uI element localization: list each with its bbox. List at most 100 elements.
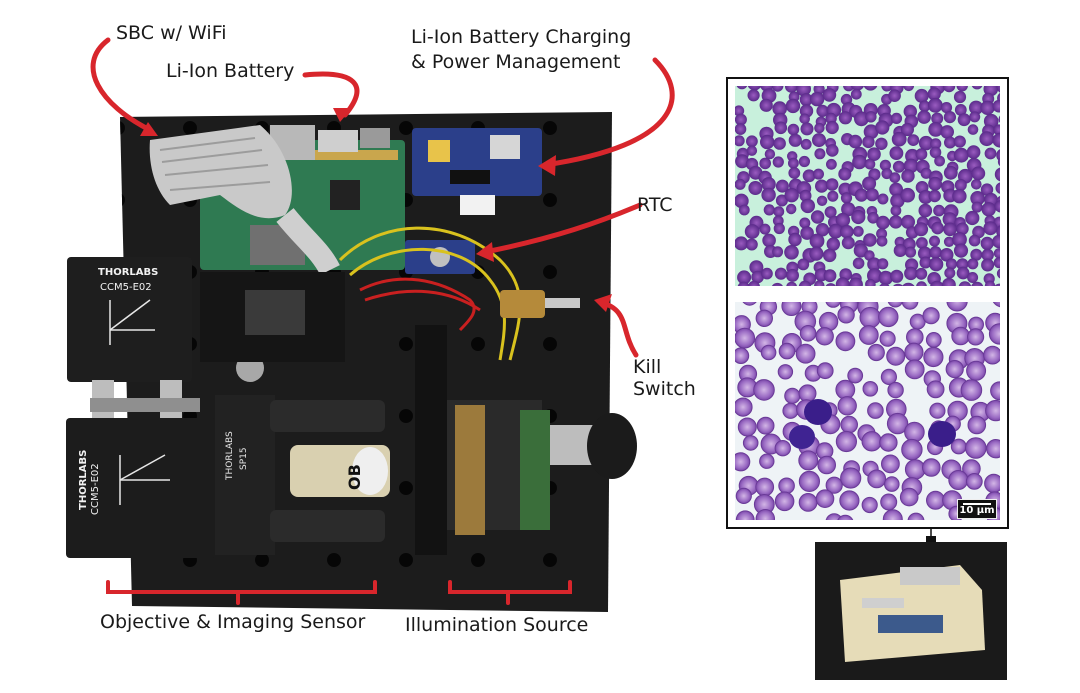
blood-cell [922, 458, 941, 477]
blood-cell [969, 111, 981, 123]
blood-cell [986, 439, 1000, 459]
blood-cell [784, 188, 799, 203]
blood-cell [822, 88, 837, 102]
blood-cell [759, 453, 775, 469]
blood-cell [886, 412, 909, 435]
blood-cell [865, 188, 879, 202]
blood-cell [930, 138, 942, 150]
blood-cell [772, 156, 784, 168]
blood-cell [877, 193, 889, 205]
blood-cell [988, 323, 1000, 345]
blood-cell [863, 124, 879, 140]
blood-cell [861, 496, 878, 514]
blood-cell [951, 326, 970, 346]
blood-cell [981, 248, 994, 262]
micrograph-panel [726, 77, 1032, 548]
blood-cell [815, 179, 829, 193]
blood-cell [798, 155, 811, 168]
blood-cell [867, 147, 881, 161]
blood-cell [879, 283, 890, 286]
objective-mark: OB [345, 464, 364, 490]
blood-cell [809, 246, 824, 261]
blood-cell [944, 136, 956, 149]
blood-cell [979, 131, 995, 147]
blood-cell [925, 332, 942, 348]
blood-cell [995, 182, 1000, 194]
blood-cell [735, 327, 756, 349]
blood-cell [926, 380, 945, 399]
blood-cell [939, 248, 954, 262]
blood-cell [917, 246, 932, 261]
blood-cell [1016, 493, 1032, 509]
blood-cell [809, 233, 825, 249]
blood-cell [889, 215, 903, 229]
blood-cell [735, 487, 752, 504]
blood-cell [967, 258, 979, 270]
blood-cell [815, 327, 834, 346]
blood-cell [760, 134, 775, 150]
blood-cell [746, 135, 758, 148]
blood-cell [931, 112, 944, 125]
blood-cell [902, 282, 915, 286]
blood-cell [1012, 298, 1030, 316]
blood-cell [828, 223, 844, 239]
blood-cell [953, 90, 967, 104]
blood-cell [904, 459, 926, 480]
blood-cell [755, 309, 773, 327]
blood-cell [800, 122, 814, 136]
blood-cell [816, 104, 829, 117]
blood-cell [996, 86, 1000, 93]
blood-cell [847, 367, 864, 384]
blood-cell [918, 100, 931, 112]
blood-cell [774, 267, 788, 280]
blood-cell [942, 277, 956, 286]
blood-cell [854, 188, 869, 202]
blood-cell [942, 86, 956, 93]
blood-cell [919, 256, 932, 269]
blood-cell [848, 277, 863, 286]
blood-cell [967, 328, 985, 346]
blood-cell [755, 509, 775, 520]
blood-cell [958, 281, 972, 286]
camera-bottom-model: CCM5-E02 [90, 463, 101, 515]
tube-brand: THORLABS [225, 431, 235, 481]
blood-cell [838, 111, 853, 125]
blood-cell [738, 204, 750, 216]
blood-cell [914, 88, 929, 103]
arrow-heads [140, 108, 612, 312]
blood-cell [953, 135, 966, 148]
blood-cell [837, 306, 855, 324]
blood-cell [741, 531, 758, 548]
blood-cell [761, 177, 776, 192]
blood-cell [969, 100, 984, 115]
blood-cell [810, 210, 825, 224]
blood-cell [835, 277, 850, 286]
blood-cell [760, 344, 777, 361]
blood-cell [877, 258, 889, 270]
blood-cell [940, 102, 953, 114]
blood-cell [966, 360, 987, 381]
blood-cell [841, 202, 856, 217]
slide-cartridge [815, 542, 1007, 680]
blood-cell [1008, 509, 1027, 528]
blood-cell [901, 438, 923, 461]
blood-cell [887, 381, 904, 399]
blood-cell [781, 302, 802, 316]
blood-cell [904, 266, 918, 281]
blood-cell [773, 206, 785, 218]
blood-cell [943, 165, 958, 180]
cage-rods [90, 272, 345, 420]
blood-cell [815, 223, 830, 237]
blood-cell [966, 145, 981, 159]
blood-cell [901, 214, 915, 229]
blood-cell [944, 267, 956, 279]
blood-cell [788, 232, 802, 247]
blood-cell [735, 236, 749, 251]
blood-cell [745, 238, 758, 251]
blood-cell [942, 212, 957, 227]
blood-cell [879, 159, 892, 171]
blood-cell [915, 267, 928, 280]
micrograph-bottom [735, 298, 1032, 548]
